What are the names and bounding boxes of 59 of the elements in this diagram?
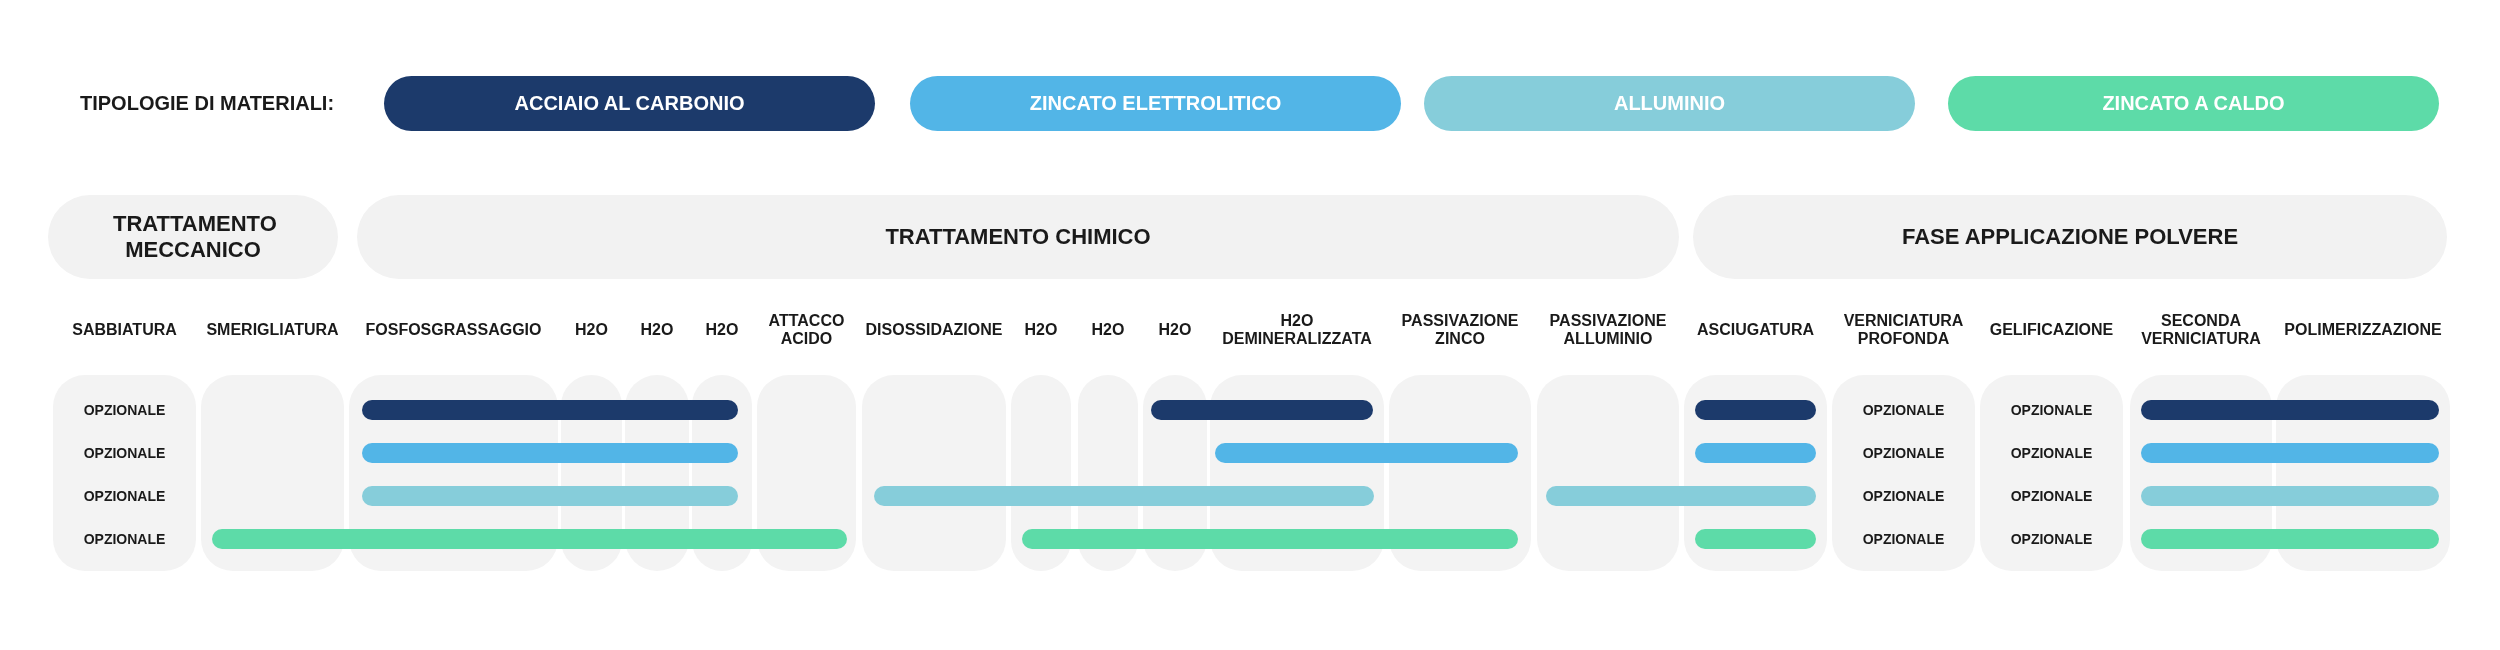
process-bar: [1151, 400, 1373, 420]
process-bar: [1695, 400, 1816, 420]
process-bar: [362, 400, 738, 420]
phase-title: TRATTAMENTO CHIMICO: [885, 223, 1151, 251]
step-label: GELIFICAZIONE: [1989, 320, 2114, 340]
optional-note: OPZIONALE: [2009, 444, 2094, 462]
process-bar: [2141, 529, 2439, 549]
optional-note: OPZIONALE: [2009, 530, 2094, 548]
column-background: [201, 375, 344, 571]
step-label: H2O: [575, 320, 608, 340]
material-heading: TIPOLOGIE DI MATERIALI:: [80, 92, 335, 115]
process-bar: [362, 486, 738, 506]
process-bar: [2141, 486, 2439, 506]
process-bar: [1215, 443, 1518, 463]
material-pill: ZINCATO ELETTROLITICO: [910, 76, 1401, 131]
column-background: [1537, 375, 1679, 571]
optional-note: OPZIONALE: [82, 401, 167, 419]
step-label: FOSFOSGRASSAGGIO: [365, 320, 542, 340]
process-bar: [362, 443, 738, 463]
optional-note: OPZIONALE: [2009, 487, 2094, 505]
step-label: SABBIATURA: [72, 320, 177, 340]
step-label: ASCIUGATURA: [1697, 320, 1814, 340]
material-pill: ZINCATO A CALDO: [1948, 76, 2439, 131]
process-bar: [1695, 443, 1816, 463]
optional-note: OPZIONALE: [2009, 401, 2094, 419]
column-background: [757, 375, 856, 571]
process-bar: [2141, 400, 2439, 420]
step-label: H2O: [640, 320, 674, 340]
step-label: VERNICIATURA PROFONDA: [1842, 311, 1965, 349]
process-bar: [1695, 529, 1816, 549]
optional-note: OPZIONALE: [1861, 487, 1946, 505]
step-label: SMERIGLIATURA: [206, 320, 339, 340]
process-bar: [874, 486, 1374, 506]
step-label: DISOSSIDAZIONE: [865, 320, 1003, 340]
step-label: H2O: [1024, 320, 1058, 340]
optional-note: OPZIONALE: [82, 530, 167, 548]
material-pill: ALLUMINIO: [1424, 76, 1915, 131]
material-pill: ACCIAIO AL CARBONIO: [384, 76, 875, 131]
column-background: [862, 375, 1006, 571]
step-label: H2O: [1158, 320, 1192, 340]
step-label: H2O DEMINERALIZZATA: [1221, 311, 1373, 349]
optional-note: OPZIONALE: [1861, 530, 1946, 548]
optional-note: OPZIONALE: [82, 487, 167, 505]
column-background: [1684, 375, 1827, 571]
phase-title: FASE APPLICAZIONE POLVERE: [1901, 223, 2239, 251]
step-label: ATTACCO ACIDO: [767, 311, 846, 349]
process-bar: [212, 529, 847, 549]
step-label: POLIMERIZZAZIONE: [2284, 320, 2442, 340]
step-label: SECONDA VERNICIATURA: [2140, 311, 2262, 349]
step-label: H2O: [705, 320, 739, 340]
step-label: PASSIVAZIONE ALLUMINIO: [1548, 311, 1668, 349]
step-label: H2O: [1091, 320, 1125, 340]
optional-note: OPZIONALE: [1861, 401, 1946, 419]
process-bar: [1022, 529, 1518, 549]
process-bar: [1546, 486, 1816, 506]
optional-note: OPZIONALE: [82, 444, 167, 462]
process-bar: [2141, 443, 2439, 463]
step-label: PASSIVAZIONE ZINCO: [1400, 311, 1520, 349]
optional-note: OPZIONALE: [1861, 444, 1946, 462]
